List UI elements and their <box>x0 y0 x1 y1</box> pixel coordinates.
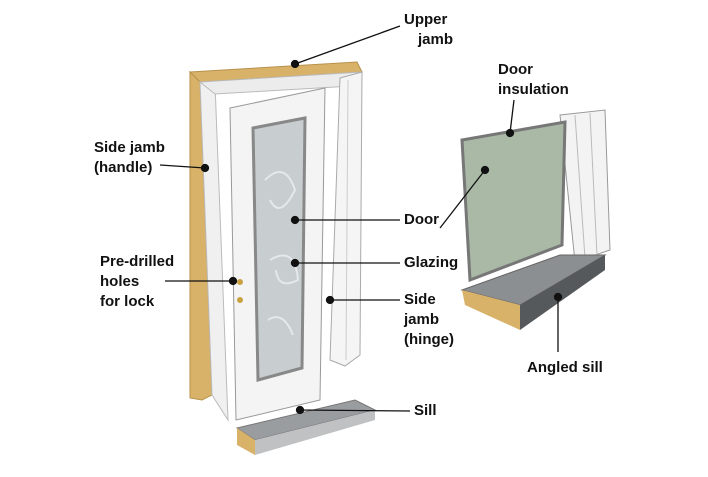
door-frame <box>188 61 364 422</box>
label-line: (handle) <box>94 159 153 176</box>
label-line: (hinge) <box>404 331 454 348</box>
label-glazing: Glazing <box>404 254 459 271</box>
label-line: Pre-drilled <box>100 253 175 270</box>
leader-lines <box>159 25 563 415</box>
label-angled-sill: Angled sill <box>527 359 603 376</box>
lock-hole <box>237 279 243 285</box>
cutaway-jamb <box>559 109 611 263</box>
label-line: jamb <box>418 31 454 48</box>
lock-hole <box>237 297 243 303</box>
door-cutaway <box>460 109 611 330</box>
label-line: holes <box>100 273 140 290</box>
label-line: for lock <box>100 293 155 310</box>
side-jamb-hinge <box>329 71 363 367</box>
label-pre-drilled-holes: Pre-drilled holes for lock <box>100 252 174 312</box>
label-line: Side <box>404 291 436 308</box>
side-jamb-handle-wood <box>189 70 213 401</box>
label-line: insulation <box>498 81 569 98</box>
label-upper-jamb: Upper jamb <box>404 10 453 50</box>
label-line: Door <box>498 61 533 78</box>
label-door: Door <box>404 211 439 228</box>
label-line: Upper <box>404 11 448 28</box>
label-door-insulation: Door insulation <box>498 60 569 100</box>
label-line: Side jamb <box>94 139 165 156</box>
label-line: jamb <box>404 311 440 328</box>
label-side-jamb-handle: Side jamb (handle) <box>94 138 165 178</box>
door-panel <box>229 87 326 421</box>
cutaway-door-glass <box>460 120 567 283</box>
glazing <box>251 116 307 382</box>
label-sill: Sill <box>414 402 437 419</box>
label-side-jamb-hinge: Side jamb (hinge) <box>404 290 454 350</box>
